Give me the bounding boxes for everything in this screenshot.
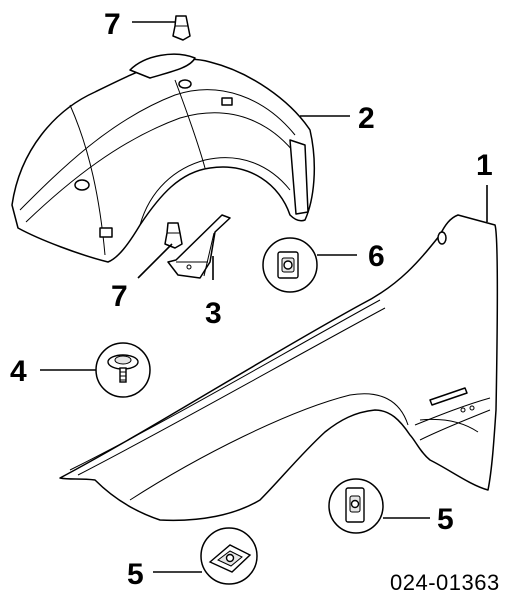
callout-5-right: 5: [437, 503, 454, 536]
callout-2: 2: [358, 102, 375, 135]
front-fender: [59, 214, 499, 522]
leader-lines: [40, 21, 488, 573]
expansion-rivet-mid: [164, 222, 183, 249]
callout-5-bottom: 5: [127, 558, 144, 591]
callout-7-mid: 7: [111, 280, 128, 313]
wheel-arch-liner: [11, 53, 316, 263]
callout-4: 4: [10, 355, 27, 388]
callout-7-top: 7: [104, 8, 121, 41]
diagram-number: 024-01363: [390, 570, 500, 595]
clip-circle-bottom: [200, 527, 258, 585]
callout-3: 3: [205, 297, 222, 330]
expansion-rivet-top: [172, 15, 191, 41]
callout-6: 6: [368, 240, 385, 273]
nut-clip-circle: [262, 237, 318, 293]
bolt-circle: [95, 342, 151, 398]
callout-1: 1: [476, 149, 493, 182]
bracket: [167, 214, 231, 279]
clip-circle-right: [328, 478, 384, 534]
